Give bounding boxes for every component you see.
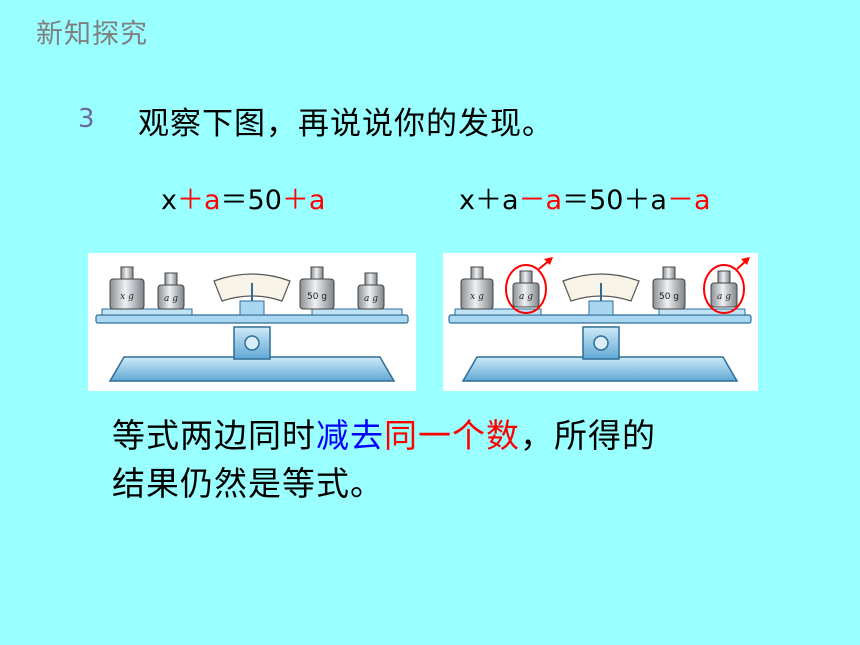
conclusion-part4: ，所得的 [520, 416, 656, 455]
weight-label-50-r: 50 g [659, 292, 679, 302]
balance-scale-image-left: x g a g 50 g a g [88, 253, 416, 391]
eq-right-part4: －a [666, 185, 711, 216]
conclusion-highlight-subtract: 减去 [316, 416, 384, 455]
question-text: 观察下图，再说说你的发现。 [138, 106, 554, 142]
weight-label-a-right: a g [364, 294, 378, 304]
equation-right: x＋a－a＝50＋a－a [459, 178, 711, 217]
weight-50-icon: 50 g [299, 266, 335, 310]
weight-label-x: x g [120, 292, 134, 302]
balance-scale-image-right: x g a g 50 g a g [443, 253, 758, 391]
eq-left-part1: x [161, 185, 177, 216]
conclusion-highlight-same-number: 同一个数 [384, 416, 520, 455]
eq-right-part3: ＝50＋a [562, 185, 667, 216]
weight-label-a-right-removed: a g [717, 292, 731, 302]
section-title: 新知探究 [36, 19, 148, 50]
eq-left-part2: ＋a [176, 185, 221, 216]
balance-scale-right-illustration: x g a g 50 g a g [448, 257, 752, 382]
weight-x-icon: x g [460, 266, 494, 310]
conclusion-part5: 结果仍然是等式。 [112, 464, 384, 503]
weight-a-removed-icon: a g [505, 257, 553, 314]
weight-a-right-icon: a g [357, 272, 385, 310]
weight-50-icon: 50 g [652, 266, 686, 310]
weight-label-50: 50 g [307, 292, 327, 302]
question-number: 3 [78, 104, 95, 134]
eq-right-part2: －a [518, 185, 563, 216]
equation-left: x＋a＝50＋a [161, 178, 325, 217]
eq-left-part4: ＋a [281, 185, 326, 216]
balance-scale-left-illustration: x g a g 50 g a g [95, 266, 409, 382]
weight-x-icon: x g [109, 266, 145, 310]
weight-label-a: a g [164, 294, 178, 304]
weight-a-right-removed-icon: a g [703, 257, 750, 314]
conclusion-part1: 等式两边同时 [112, 416, 316, 455]
conclusion-text: 等式两边同时减去同一个数，所得的 结果仍然是等式。 [112, 412, 752, 508]
eq-left-part3: ＝50 [220, 185, 282, 216]
eq-right-part1: x＋a [459, 185, 519, 216]
weight-label-x-r: x g [470, 292, 484, 302]
weight-a-icon: a g [157, 272, 185, 310]
weight-label-a-removed: a g [519, 292, 533, 302]
